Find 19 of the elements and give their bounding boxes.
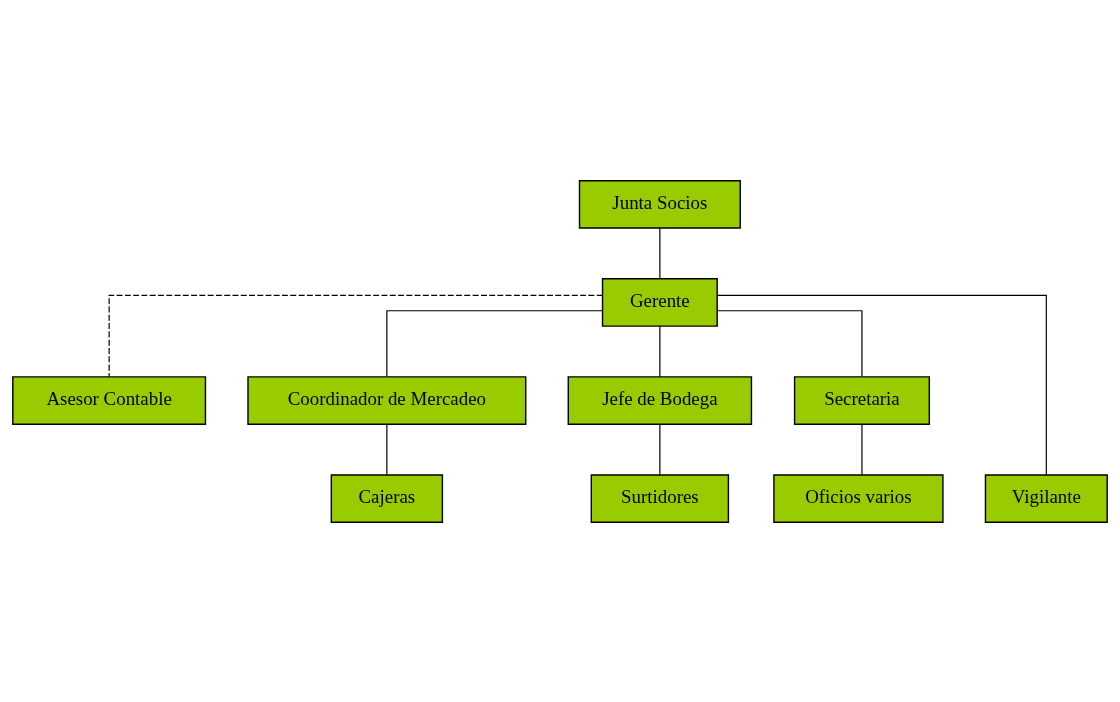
connector: [386, 423, 388, 475]
connector: [861, 423, 863, 475]
node-box: Jefe de Bodega: [567, 375, 753, 425]
connector: [659, 325, 661, 377]
connector: [716, 294, 1047, 475]
connector: [659, 423, 661, 475]
node-box: Coordinador de Mercadeo: [247, 375, 527, 425]
connector: [386, 309, 603, 377]
node-box: Gerente: [601, 277, 718, 327]
node-box: Cajeras: [330, 473, 444, 523]
node-box: Secretaria: [793, 375, 931, 425]
node-box: Surtidores: [590, 473, 730, 523]
node-box: Junta Socios: [578, 179, 741, 229]
connector: [659, 227, 661, 279]
node-box: Asesor Contable: [12, 375, 207, 425]
node-box: Oficios varios: [773, 473, 944, 523]
connector: [108, 294, 604, 377]
node-box: Vigilante: [984, 473, 1108, 523]
connector: [716, 309, 863, 377]
